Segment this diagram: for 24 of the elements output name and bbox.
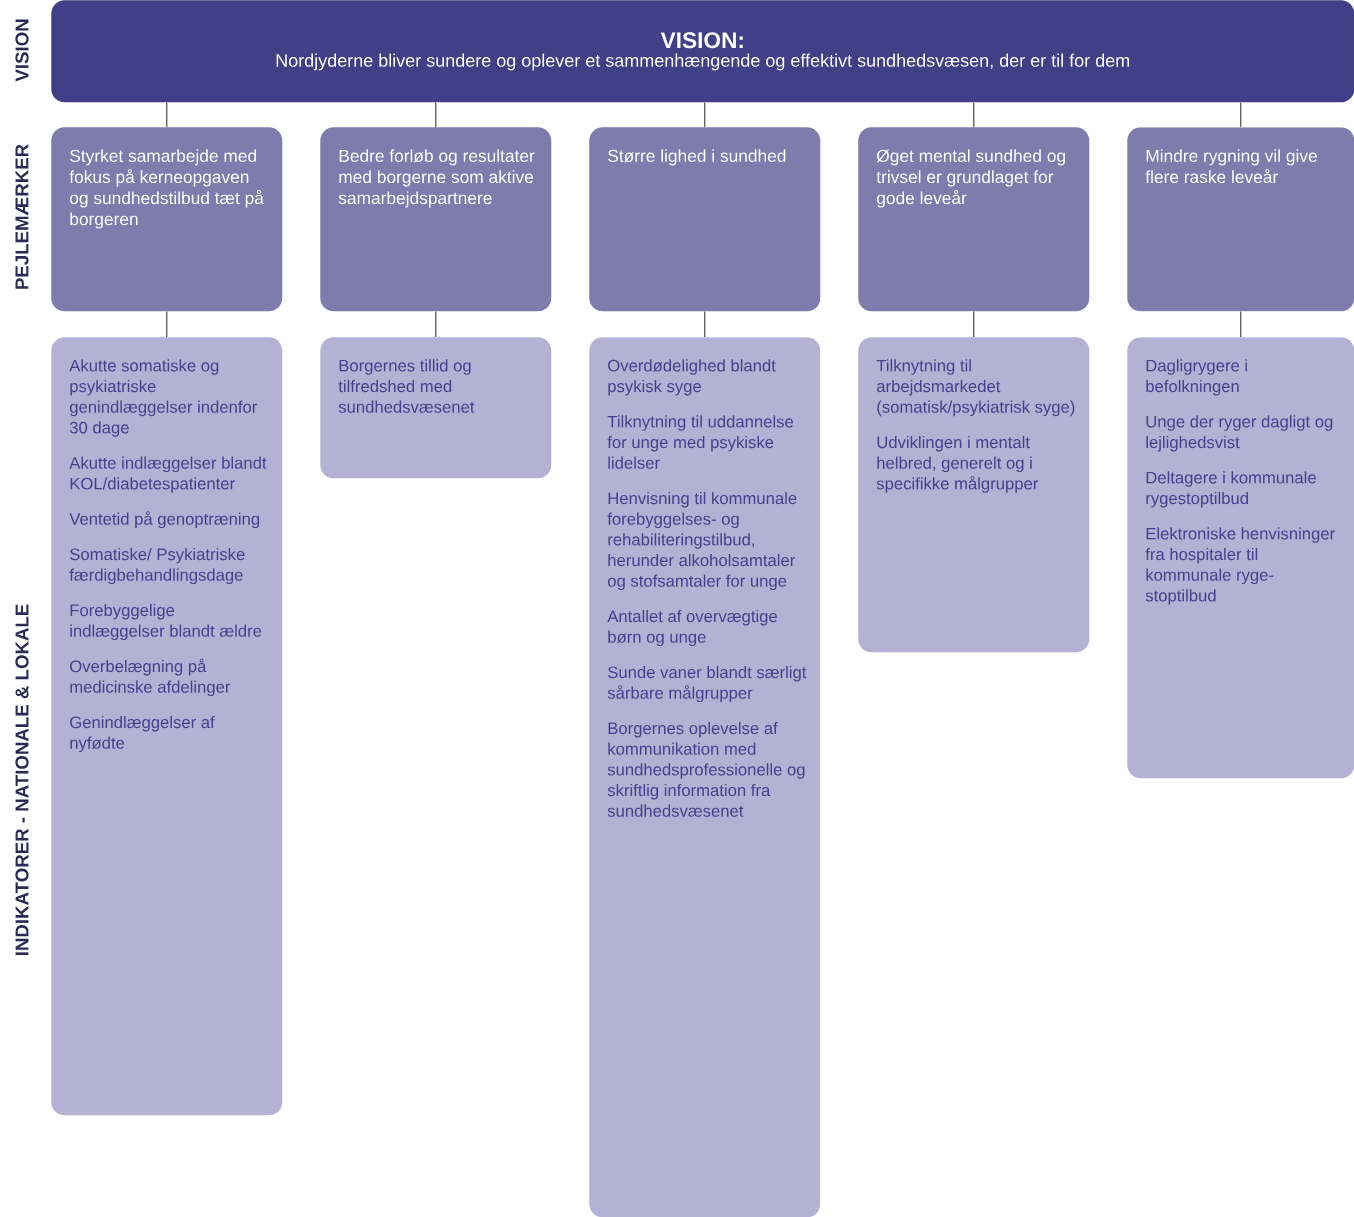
goal-box: Bedre forløb og resultater med borgerne som aktive samarbejdspartnere	[320, 127, 552, 312]
connector-line	[166, 310, 168, 338]
connector-line	[1240, 101, 1242, 128]
connector-line	[704, 101, 706, 128]
indicator-box: Akutte somatiske og psykiatriske genindlæggelser indenfor 30 dage Akutte indlæggelser blandt KOL/diabetespatienter Ventetid på genoptræning Somatiske/ Psykiatriske færdigbehandlingsdage Forebyggelige indlæggelser blandt ældre Overbelægning på medicinske afdelinger Genindlæggelser af nyfødte	[51, 337, 283, 1116]
goal-box: Større lighed i sundhed	[589, 127, 821, 312]
indicator-box: Overdødelighed blandt psykisk syge Tilknytning til uddannelse for unge med psykiske lidelser Henvisning til kommunale forebyggelses- og rehabiliteringstilbud, herunder alkoholsamtaler og stofsamtaler for unge Antallet af overvægtige børn og unge Sunde vaner blandt særligt sårbare målgrupper Borgernes oplevelse af kommunikation med sundhedsprofessionelle og skriftlig information fra sundhedsvæsenet	[589, 337, 821, 1217]
connector-line	[973, 310, 975, 338]
connector-line	[435, 101, 437, 128]
goal-box: Øget mental sundhed og trivsel er grundlaget for gode leveår	[858, 127, 1090, 312]
indicator-box: Borgernes tillid og tilfredshed med sundhedsvæsenet	[320, 337, 552, 479]
connector-line	[166, 101, 168, 128]
goal-box: Styrket samarbejde med fokus på kerneopgaven og sundhedstilbud tæt på borgeren	[51, 127, 283, 312]
connector-line	[1240, 310, 1242, 338]
connector-line	[973, 101, 975, 128]
indicator-box: Dagligrygere i befolkningen Unge der ryger dagligt og lejlighedsvist Deltagere i kommunale rygestoptilbud Elektroniske henvisninger fra hospitaler til kommunale ryge- stoptilbud	[1127, 337, 1354, 779]
connector-line	[704, 310, 706, 338]
side-label: PEJLEMÆRKER	[15, 144, 29, 289]
side-label: VISION	[15, 19, 29, 82]
goal-box: Mindre rygning vil give flere raske leveår	[1127, 127, 1354, 312]
indicator-box: Tilknytning til arbejdsmarkedet (somatisk/psykiatrisk syge) Udviklingen i mentalt helbred, generelt og i specifikke målgrupper	[858, 337, 1090, 653]
connector-line	[435, 310, 437, 338]
vision-banner: VISION: Nordjyderne bliver sundere og oplever et sammenhængende og effektivt sundhedsvæsen, der er til for dem	[51, 0, 1354, 103]
side-label: INDIKATORER - NATIONALE & LOKALE	[15, 604, 29, 956]
